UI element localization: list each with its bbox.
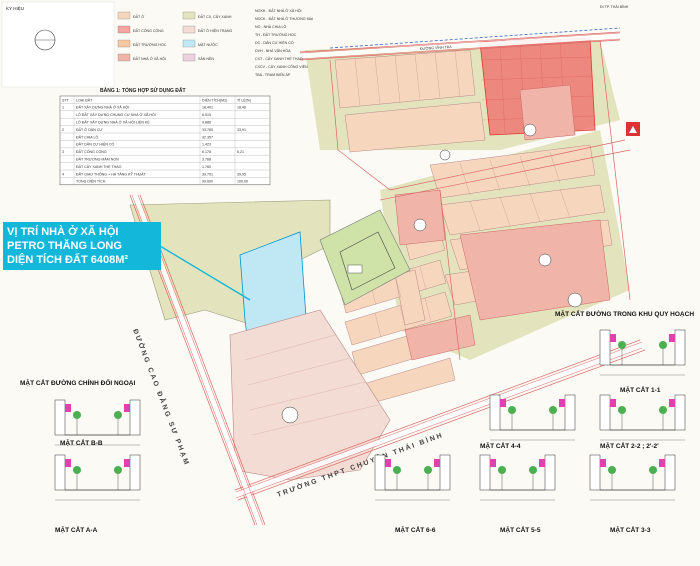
table-cell: 9.886 xyxy=(202,121,211,125)
legend-title: KÝ HIỆU xyxy=(6,4,24,11)
road-section-drawing xyxy=(374,454,451,501)
legend-panel: KÝ HIỆU ĐẤT Ở ĐẤT CÔNG CỘNG ĐẤT TRƯỜNG HỌC… xyxy=(1,1,313,88)
table-cell: 3.768 xyxy=(202,158,211,162)
table-header: STT xyxy=(62,99,70,103)
table-cell: ĐẤT CÂY XANH THỂ THAO xyxy=(76,164,122,169)
table-cell: ĐẤT DÂN CƯ HIỆN CÓ xyxy=(76,142,115,147)
legend-item-label: ĐẤT TRƯỜNG HỌC xyxy=(133,42,167,47)
road-section-drawing xyxy=(489,394,576,441)
central-park xyxy=(319,209,411,306)
legend-swatch xyxy=(117,53,131,62)
table-cell: 3 xyxy=(62,150,64,154)
section-cut-label: MẶT CẮT 2-2 ; 2'-2' xyxy=(600,441,659,450)
section-cut-label: MẶT CẮT 6-6 xyxy=(395,525,436,534)
legend-code: NOCK - ĐẤT NHÀ Ở THƯƠNG MẠI xyxy=(255,16,313,21)
section-cut-label: MẶT CẮT 5-5 xyxy=(500,525,541,534)
project-callout: VỊ TRÍ NHÀ Ở XÃ HỘI PETRO THĂNG LONG DIỆ… xyxy=(3,222,161,270)
table-header: DIỆN TÍCH(M2) xyxy=(202,98,227,103)
legend-code: DVH - NHÀ VĂN HÓA xyxy=(255,48,291,53)
road-label-west: ĐƯỜNG CAO ĐẲNG SƯ PHẠM xyxy=(131,327,192,467)
table-title: BẢNG 1: TỔNG HỢP SỬ DỤNG ĐẤT xyxy=(100,87,186,94)
section-cut-label: MẶT CẮT B-B xyxy=(60,438,103,447)
legend-code: NO - NHÀ CHIA LÔ xyxy=(255,24,287,29)
road-section-drawing xyxy=(599,329,686,376)
table-cell: ĐẤT CÔNG CỘNG xyxy=(76,149,107,154)
table-cell: 2 xyxy=(62,128,64,132)
social-housing-blocks xyxy=(394,84,611,361)
road-section-drawing xyxy=(54,454,141,501)
legend-code: TBA - TRẠM BIẾN ÁP xyxy=(255,72,291,77)
table-cell: 32.357 xyxy=(202,135,213,139)
legend-swatch xyxy=(117,11,131,20)
landuse-table: BẢNG 1: TỔNG HỢP SỬ DỤNG ĐẤT STT LOẠI ĐẤT D… xyxy=(59,87,271,186)
legend-swatch xyxy=(117,25,131,34)
section-cut-label: MẶT CẮT 4-4 xyxy=(480,441,521,450)
road-section-drawing xyxy=(589,454,676,501)
table-cell: TỔNG DIỆN TÍCH xyxy=(76,179,106,184)
callout-line-2: PETRO THĂNG LONG xyxy=(7,240,122,252)
table-cell: 4 xyxy=(62,172,64,176)
section-cut-label: MẶT CẮT A-A xyxy=(55,525,98,534)
callout-line-1: VỊ TRÍ NHÀ Ở XÃ HỘI xyxy=(7,226,119,238)
legend-swatch xyxy=(182,11,196,20)
legend-code: DC - DÂN CƯ HIỆN CÓ xyxy=(255,40,294,45)
legend-item-label: ĐẤT Ở xyxy=(133,14,144,19)
legend-code: CXT - CÂY XANH THỂ THAO xyxy=(255,56,303,61)
table-cell: 33,91 xyxy=(237,128,246,132)
table-cell: 18.401 xyxy=(202,106,213,110)
legend-item-label: ĐẤT NHÀ Ở XÃ HỘI xyxy=(133,56,166,61)
existing-residential xyxy=(229,309,391,481)
table-cell: 6.178 xyxy=(202,150,211,154)
road-label-northeast: ĐI TP. THÁI BÌNH xyxy=(600,5,629,9)
legend-swatch xyxy=(117,39,131,48)
road-section-drawing xyxy=(599,394,686,441)
legend-item-label: ĐẤT Ở HIỆN TRẠNG xyxy=(198,28,233,33)
table-cell: ĐẤT GIAO THÔNG + HẠ TẦNG KỸ THUẬT xyxy=(76,171,147,176)
table-cell: ĐẤT TRƯỜNG MẦM NON xyxy=(76,157,119,162)
table-cell: 6,21 xyxy=(237,150,244,154)
road-label-north: ĐƯỜNG VĨNH TRÀ xyxy=(420,44,453,51)
table-header: LOẠI ĐẤT xyxy=(76,99,93,103)
legend-code: NOXH - ĐẤT NHÀ Ở XÃ HỘI xyxy=(255,8,302,13)
section-cut-label: MẶT CẮT 1-1 xyxy=(620,385,661,394)
legend-item-label: MẶT NƯỚC xyxy=(198,42,218,47)
table-cell: LÔ ĐẤT XÂY DỰNG NHÀ Ở XÃ HỘI LIỀN KỀ xyxy=(76,120,150,125)
section-cut-label: MẶT CẮT 3-3 xyxy=(610,525,651,534)
legend-code: TH - ĐẤT TRƯỜNG HỌC xyxy=(255,32,297,37)
table-cell: LÔ ĐẤT XÂY DỰNG CHUNG CƯ NHÀ Ở XÃ HỘI xyxy=(76,112,156,117)
road-section-drawing xyxy=(54,399,141,446)
table-cell: 39,95 xyxy=(237,172,246,176)
table-cell: 18,46 xyxy=(237,106,246,110)
section-outer-title: MẶT CẮT ĐƯỜNG CHÍNH ĐỐI NGOẠI xyxy=(20,377,135,387)
table-cell: 1.760 xyxy=(202,165,211,169)
section-main-title: MẶT CẮT ĐƯỜNG TRONG KHU QUY HOẠCH xyxy=(555,309,694,318)
table-cell: ĐẤT Ở DÂN CƯ xyxy=(76,127,102,132)
legend-swatch xyxy=(182,53,196,62)
legend-code: CXCV - CÂY XANH CÔNG VIÊN xyxy=(255,64,308,69)
table-cell: 39.791 xyxy=(202,172,213,176)
legend-item-label: ĐẤT CX, CÂY XANH xyxy=(198,15,232,19)
legend-swatch xyxy=(182,39,196,48)
table-cell: ĐẤT CHIA LÔ xyxy=(76,134,99,139)
table-cell: 100,00 xyxy=(237,180,248,184)
legend-item-label: ĐẤT CÔNG CỘNG xyxy=(133,28,164,33)
legend-item-label: SÂN NỀN xyxy=(198,56,214,61)
legend-swatch xyxy=(182,25,196,34)
table-cell: ĐẤT XÂY DỰNG NHÀ Ở XÃ HỘI xyxy=(76,105,129,110)
table-cell: 33.780 xyxy=(202,128,213,132)
callout-line-3: DIỆN TÍCH ĐẤT 6408M² xyxy=(7,254,129,266)
road-section-drawing xyxy=(479,454,556,501)
table-cell: 1.423 xyxy=(202,143,211,147)
table-cell: 99.600 xyxy=(202,180,213,184)
table-cell: 1 xyxy=(62,106,64,110)
table-header: TỈ LỆ(%) xyxy=(237,98,251,103)
callout-pointer xyxy=(149,239,251,301)
table-cell: 8.515 xyxy=(202,113,211,117)
